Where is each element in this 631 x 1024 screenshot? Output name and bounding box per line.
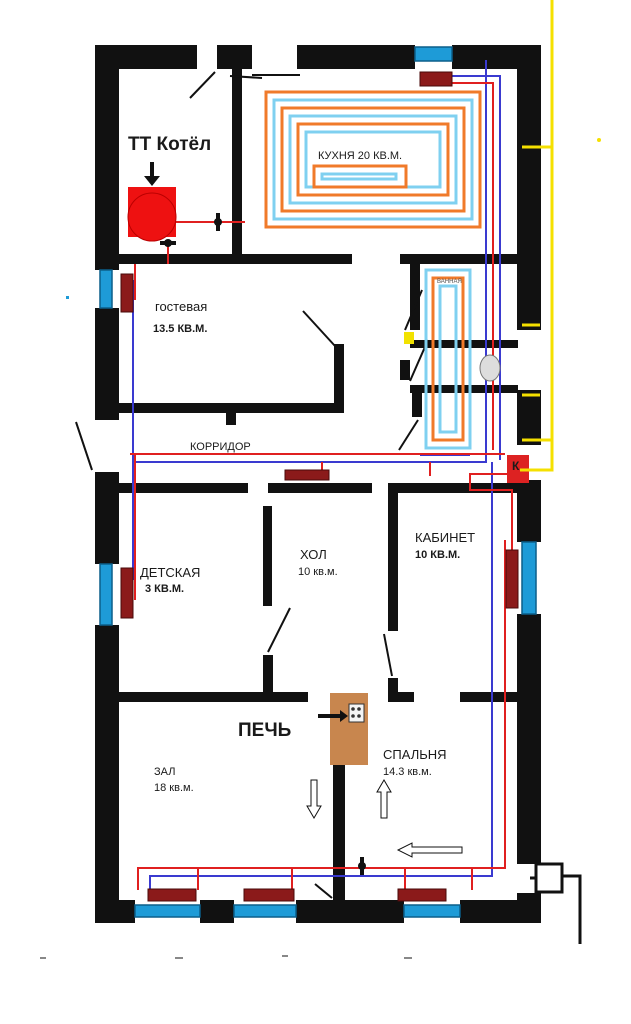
- bedroom-area: 14.3 кв.м.: [383, 766, 432, 778]
- window: [403, 904, 461, 918]
- kitchen-label: КУХНЯ 20 КВ.М.: [318, 150, 403, 162]
- boiler-icon: [127, 162, 177, 242]
- radiator: [120, 273, 134, 313]
- radiator: [419, 71, 453, 87]
- bedroom-name: СПАЛЬНЯ: [383, 747, 447, 762]
- cabinet-area: 10 КВ.М.: [415, 549, 461, 561]
- wc-marker: [404, 332, 414, 344]
- valve-icon: [160, 213, 366, 875]
- collector-label: К: [512, 459, 520, 473]
- zal-name: ЗАЛ: [154, 766, 176, 778]
- radiator: [505, 549, 519, 609]
- kids-room-name: ДЕТСКАЯ: [140, 565, 201, 580]
- window: [134, 904, 201, 918]
- radiator: [397, 888, 447, 902]
- radiator: [147, 888, 197, 902]
- windows: [99, 46, 537, 918]
- bath-label: ВАННАЯ: [437, 279, 462, 285]
- arrow-icon: [306, 779, 463, 858]
- radiator: [284, 469, 330, 481]
- guest-room-area: 13.5 КВ.М.: [153, 323, 208, 335]
- pump-icon: [530, 862, 582, 944]
- window: [521, 541, 537, 615]
- yellow-dot: [597, 138, 601, 142]
- window: [99, 563, 113, 626]
- stove-label: ПЕЧЬ: [238, 720, 292, 741]
- guest-room-name: гостевая: [155, 299, 208, 314]
- hall-name: ХОЛ: [300, 547, 327, 562]
- window: [233, 904, 297, 918]
- kids-room-area: 3 КВ.М.: [145, 583, 185, 595]
- toilet-icon: [479, 354, 501, 382]
- boiler-label: ТТ Котёл: [128, 134, 212, 155]
- radiators: [120, 71, 519, 902]
- blue-mark: [66, 296, 69, 299]
- corridor-label: КОРРИДОР: [190, 441, 251, 453]
- collector-box: [507, 455, 529, 483]
- power-line: [520, 0, 554, 472]
- cabinet-name: КАБИНЕТ: [415, 530, 476, 545]
- radiator: [120, 567, 134, 619]
- stove-icon: [318, 693, 368, 765]
- window: [99, 269, 113, 309]
- zal-area: 18 кв.м.: [154, 782, 194, 794]
- ground-ticks: [40, 955, 412, 959]
- kitchen-underfloor-heating: [264, 90, 482, 229]
- radiator: [243, 888, 295, 902]
- hall-area: 10 кв.м.: [298, 566, 338, 578]
- window: [414, 46, 453, 62]
- bath-underfloor-heating: [424, 268, 472, 450]
